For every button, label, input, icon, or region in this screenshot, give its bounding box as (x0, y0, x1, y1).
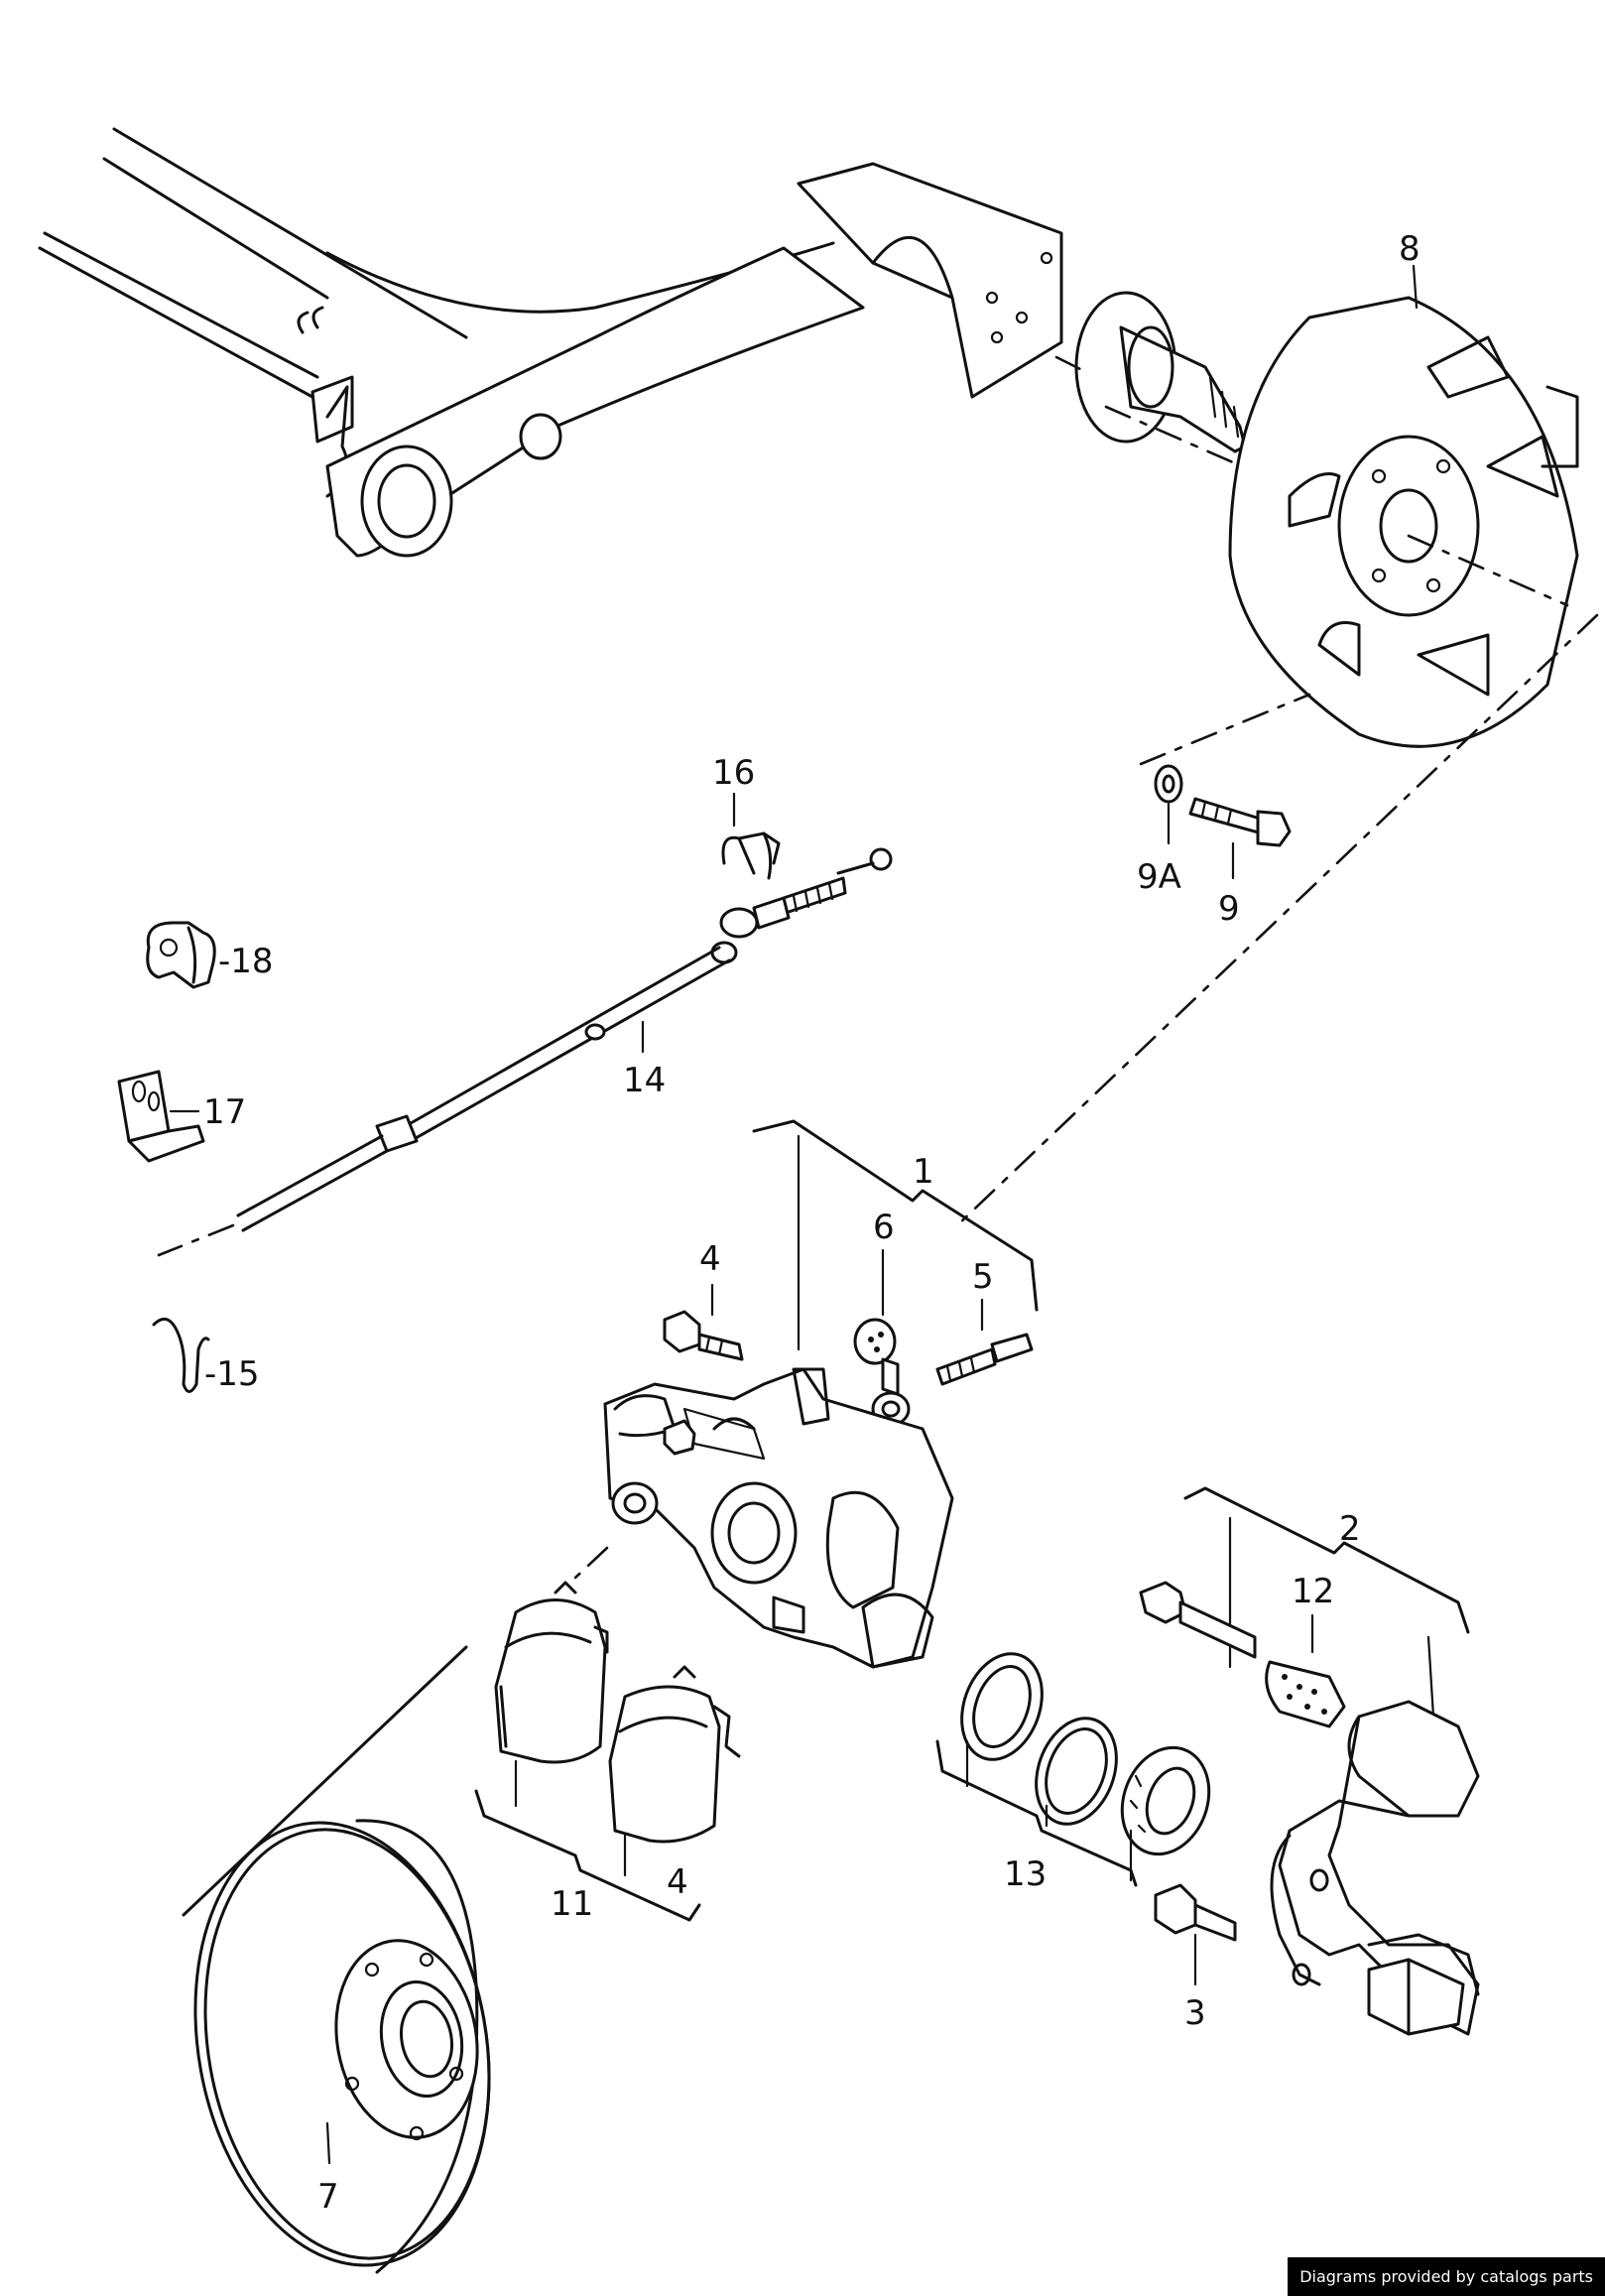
stub-axle (1054, 291, 1267, 478)
leader-8 (1412, 264, 1419, 310)
label-12: 12 (1292, 1572, 1334, 1611)
leader-2b (1426, 1635, 1435, 1719)
bolt-4-upper (663, 1310, 744, 1361)
label-5: 5 (972, 1257, 994, 1297)
label-15: -15 (204, 1354, 260, 1394)
leader-7 (325, 2121, 331, 2165)
disc-assembly-line (182, 1645, 468, 1917)
diagram-credit: Diagrams provided by catalogs parts (1288, 2257, 1605, 2296)
label-18: -18 (218, 942, 274, 981)
bracket-line-1 (752, 1119, 1039, 1312)
label-3: 3 (1184, 1993, 1206, 2033)
label-9: 9 (1218, 889, 1240, 929)
label-13: 13 (1004, 1854, 1047, 1894)
caliper-carrier (1270, 1700, 1480, 2036)
dashed-leader-1 (955, 613, 1599, 1227)
label-8: 8 (1399, 229, 1420, 269)
rear-axle-beam (38, 127, 1063, 558)
label-4-upper: 4 (699, 1239, 721, 1279)
label-9a: 9A (1137, 857, 1181, 897)
backing-plate (1228, 296, 1579, 748)
brake-pad-outer (494, 1581, 609, 1764)
label-4-lower: 4 (667, 1862, 688, 1902)
label-1: 1 (913, 1152, 934, 1192)
clip-18 (146, 921, 216, 989)
bushing-12 (1265, 1660, 1346, 1728)
label-6: 6 (873, 1208, 895, 1247)
label-11: 11 (551, 1884, 593, 1924)
label-2: 2 (1339, 1509, 1361, 1549)
label-17: 17 (203, 1092, 246, 1132)
seal-ring-outer (960, 1652, 1044, 1761)
guide-bolt-3 (1154, 1883, 1237, 1942)
label-14: 14 (623, 1061, 666, 1100)
label-7: 7 (317, 2177, 339, 2217)
brake-pad-inner (608, 1665, 741, 1844)
bracket-line-11-4 (474, 1789, 701, 1922)
label-16: 16 (712, 753, 755, 793)
bleed-valve-5 (935, 1333, 1034, 1386)
guide-bolt-upper (1139, 1581, 1257, 1659)
piston-boot (1120, 1745, 1211, 1856)
clip-16 (721, 831, 781, 880)
washer-9a (1154, 764, 1183, 804)
seal-ring-middle (1035, 1717, 1118, 1826)
bolt-9 (1188, 797, 1292, 847)
spring-15 (152, 1317, 210, 1393)
dashed-leader-9 (1139, 693, 1311, 766)
brake-disc-7 (193, 1819, 491, 2274)
bracket-line-2 (1183, 1486, 1470, 1634)
dashed-leader-caliper (573, 1546, 609, 1580)
bleeder-6 (853, 1318, 911, 1427)
handbrake-cable-14 (157, 847, 893, 1257)
brake-caliper (603, 1367, 954, 1669)
bracket-17 (117, 1070, 205, 1163)
